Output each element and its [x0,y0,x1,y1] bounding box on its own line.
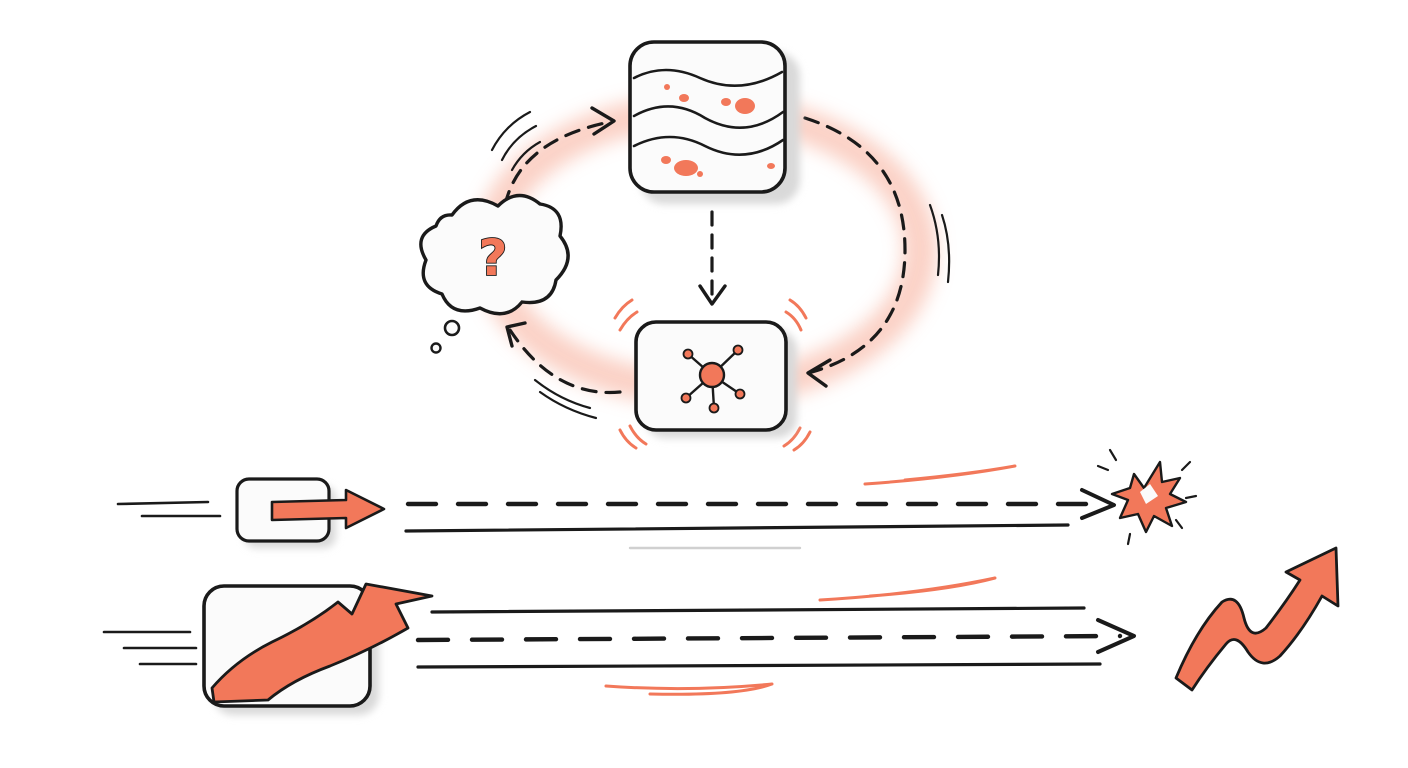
vibration-line [628,424,648,446]
arrowhead-icon [1096,618,1136,654]
burst-icon [1096,448,1198,546]
question-cloud: ? [419,193,570,354]
motion-line [500,124,538,162]
burst-highlight [1140,484,1158,504]
speed-lines [102,630,198,666]
motion-line [533,378,592,410]
spot [721,98,731,106]
accent-swoosh [818,576,997,602]
burst-ray [1126,532,1132,546]
speed-line [116,500,210,506]
zigzag-up-arrow-icon [1174,546,1340,692]
motion-line [940,213,951,284]
motion-lines-right [928,203,951,284]
wave-line [632,105,785,129]
cycle-group: ? [419,40,951,452]
hub-node [732,344,744,356]
map-card [628,40,800,204]
wave-line [632,135,785,156]
hub-card [613,298,812,452]
motion-line [510,140,542,172]
arrowhead-icon [505,321,527,348]
small-arrow-card-icon [235,477,386,548]
speed-lines [116,500,222,518]
wavy-landscape-icon [632,68,785,177]
motion-line [928,203,941,277]
accent-swoosh [863,464,1017,486]
vibration-line [618,310,639,332]
burst-ray [1184,494,1198,500]
edge-dashed-line [803,116,907,374]
vibration-line [618,428,638,450]
burst-ray [1108,448,1118,462]
spot [661,156,671,164]
spot [767,163,775,169]
burst-ray [1096,464,1110,472]
hub-node [734,388,746,400]
edge-hub-to-question [505,321,622,395]
growth-chart-card-icon [202,582,434,715]
arrowhead-icon [590,106,616,136]
edge-map-to-hub-straight [698,210,727,306]
vibration-line [792,430,812,452]
question-mark-icon: ? [478,229,507,287]
accent-swoosh [604,682,774,696]
lane-dashed-track [415,633,1123,643]
vibration-line [784,310,803,332]
spot [674,160,698,176]
thought-bubble-shape [419,193,570,316]
motion-lines-topleft [490,110,542,172]
motion-lines-bottomleft [533,378,598,420]
edge-map-to-hub-curved [803,116,907,388]
edge-question-to-map [503,106,616,207]
lane-1 [116,448,1198,550]
spot [735,98,755,114]
arrowhead-icon [698,284,727,306]
motion-line [490,110,532,152]
edge-dashed-line [508,328,622,395]
burst-ray [1180,460,1192,472]
wave-line [632,68,784,87]
edge-dashed-line [503,120,612,207]
thought-dot [430,342,442,354]
arrowhead-icon [1080,488,1116,520]
vibration-line [782,426,802,448]
lane-solid-track [430,606,1086,614]
vibration-marks [613,298,812,452]
spot [679,94,689,102]
lane-solid-track [416,662,1102,669]
lane-2 [102,546,1340,715]
vibration-line [788,298,808,320]
lane-solid-track [404,523,1070,533]
spot [664,84,670,90]
hub-node [682,348,694,360]
vibration-line [613,298,634,320]
hub-node [680,392,692,404]
right-arrow-icon [270,488,386,530]
hub-center [698,361,726,389]
card-frame [628,40,787,194]
rising-arrow-icon [210,582,434,704]
spot [697,171,703,177]
hub-node [708,402,720,414]
zigzag-arrow-shape [1174,546,1340,692]
network-hub-icon [680,344,746,414]
arrowhead-icon [806,358,832,388]
motion-line [538,390,598,420]
thought-dot [443,319,461,337]
burst-ray [1174,518,1184,530]
